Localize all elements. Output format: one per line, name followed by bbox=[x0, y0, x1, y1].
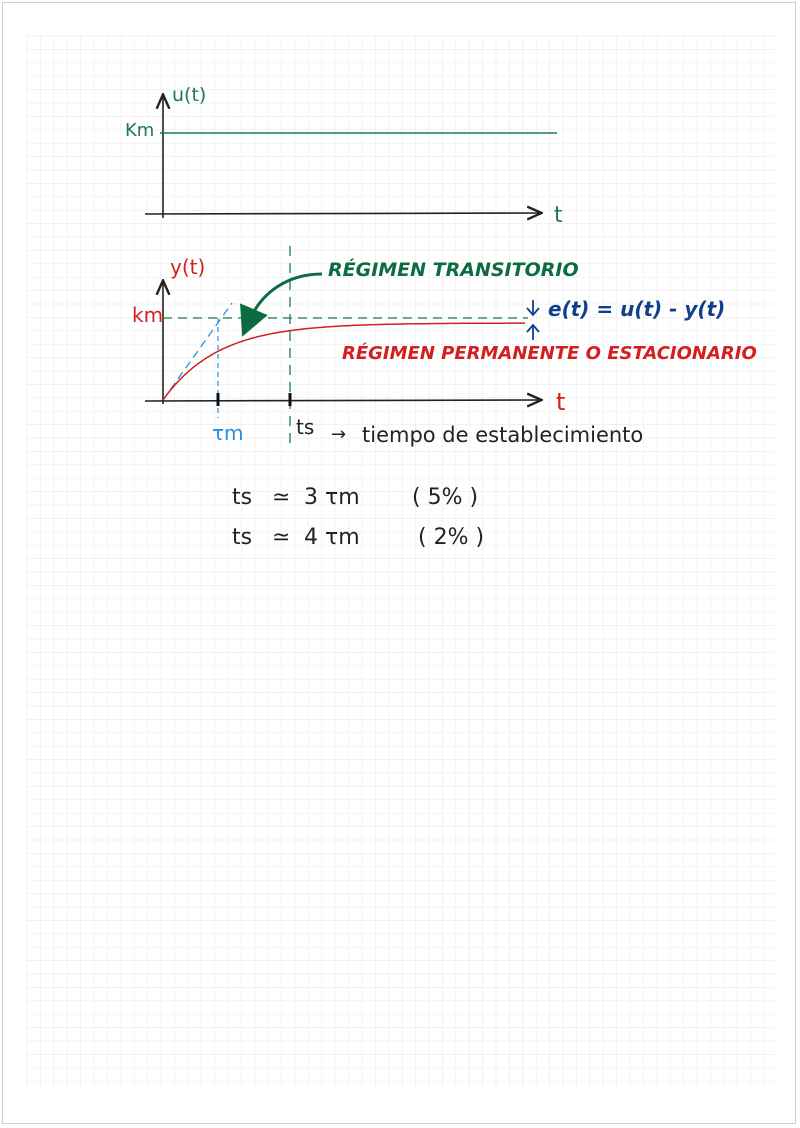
formula-1-percent: ( 5% ) bbox=[412, 485, 478, 510]
input-x-label: t bbox=[554, 203, 563, 228]
response-curve bbox=[162, 322, 525, 401]
output-x-axis bbox=[144, 400, 540, 401]
error-arrow-up-head bbox=[526, 323, 540, 333]
formula-2: ts ≃ 4 τm ( 2% ) bbox=[232, 525, 484, 550]
steady-state-label: RÉGIMEN PERMANENTE O ESTACIONARIO bbox=[342, 342, 757, 364]
grid-paper bbox=[26, 35, 775, 1090]
tangent-line bbox=[162, 302, 233, 401]
error-arrow-down-head bbox=[526, 307, 540, 317]
formula-1-rhs: 3 τm bbox=[304, 485, 360, 510]
formula-1-approx: ≃ bbox=[272, 485, 290, 510]
formula-2-lhs: ts bbox=[232, 525, 252, 550]
transient-pointer-arrow bbox=[240, 272, 323, 337]
input-level-label: Km bbox=[125, 120, 154, 141]
output-level-label: km bbox=[132, 303, 163, 327]
input-x-axis bbox=[144, 213, 540, 214]
output-y-label: y(t) bbox=[170, 255, 205, 279]
transient-label: RÉGIMEN TRANSITORIO bbox=[328, 258, 579, 281]
formula-2-approx: ≃ bbox=[272, 525, 290, 550]
error-label: e(t) = u(t) - y(t) bbox=[548, 297, 725, 321]
tau-label: τm bbox=[212, 421, 244, 445]
ts-label: ts bbox=[296, 415, 314, 439]
formula-2-rhs: 4 τm bbox=[304, 525, 360, 550]
ts-note-arrow: → bbox=[331, 424, 346, 445]
output-plot: y(t) km t τm ts → tiempo de establecimie… bbox=[132, 246, 757, 447]
formula-1-lhs: ts bbox=[232, 485, 252, 510]
output-x-label: t bbox=[556, 388, 565, 416]
formula-2-percent: ( 2% ) bbox=[418, 525, 484, 550]
input-y-label: u(t) bbox=[172, 84, 206, 106]
formula-1: ts ≃ 3 τm ( 5% ) bbox=[232, 485, 478, 510]
ts-note: tiempo de establecimiento bbox=[362, 423, 643, 447]
input-plot: u(t) Km t bbox=[125, 84, 563, 228]
